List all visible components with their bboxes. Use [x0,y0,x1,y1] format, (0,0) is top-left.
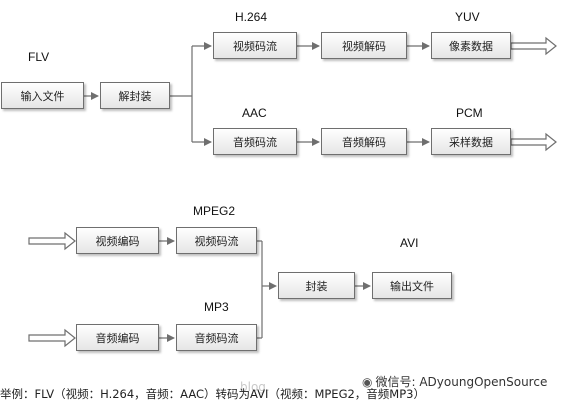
input-arrow-audio [28,328,76,348]
diagram-caption: 举例：FLV（视频：H.264，音频：AAC）转码为AVI（视频：MPEG2，音… [0,387,425,401]
video-stream-node: 视频码流 [213,32,297,59]
mux-node: 封装 [278,272,355,299]
audio-decode-node: 音频解码 [321,128,407,155]
blog-watermark: blog. [240,380,270,394]
input-file-node: 输入文件 [1,82,84,109]
encoded-audio-stream-node: 音频码流 [176,324,257,351]
label-yuv: YUV [455,10,480,24]
label-mpeg2: MPEG2 [193,204,236,218]
wechat-watermark: ◉微信号: ADyoungOpenSource [362,373,547,390]
wechat-id-text: 微信号: ADyoungOpenSource [375,375,548,389]
video-encode-node: 视频编码 [76,227,159,254]
label-h264: H.264 [235,10,268,24]
wechat-icon: ◉ [362,375,373,389]
output-arrow-pcm [510,132,557,152]
demux-node: 解封装 [100,82,170,109]
output-file-node: 输出文件 [372,272,452,299]
label-flv: FLV [28,50,50,64]
audio-encode-node: 音频编码 [76,324,159,351]
label-avi: AVI [400,236,419,250]
output-arrow-yuv [510,36,557,56]
audio-stream-node: 音频码流 [213,128,297,155]
encoded-video-stream-node: 视频码流 [176,227,257,254]
video-decode-node: 视频解码 [321,32,407,59]
sample-data-node: 采样数据 [431,128,511,155]
pixel-data-node: 像素数据 [431,32,511,59]
label-mp3: MP3 [204,300,229,314]
label-pcm: PCM [456,106,483,120]
label-aac: AAC [242,106,267,120]
input-arrow-video [28,231,76,251]
